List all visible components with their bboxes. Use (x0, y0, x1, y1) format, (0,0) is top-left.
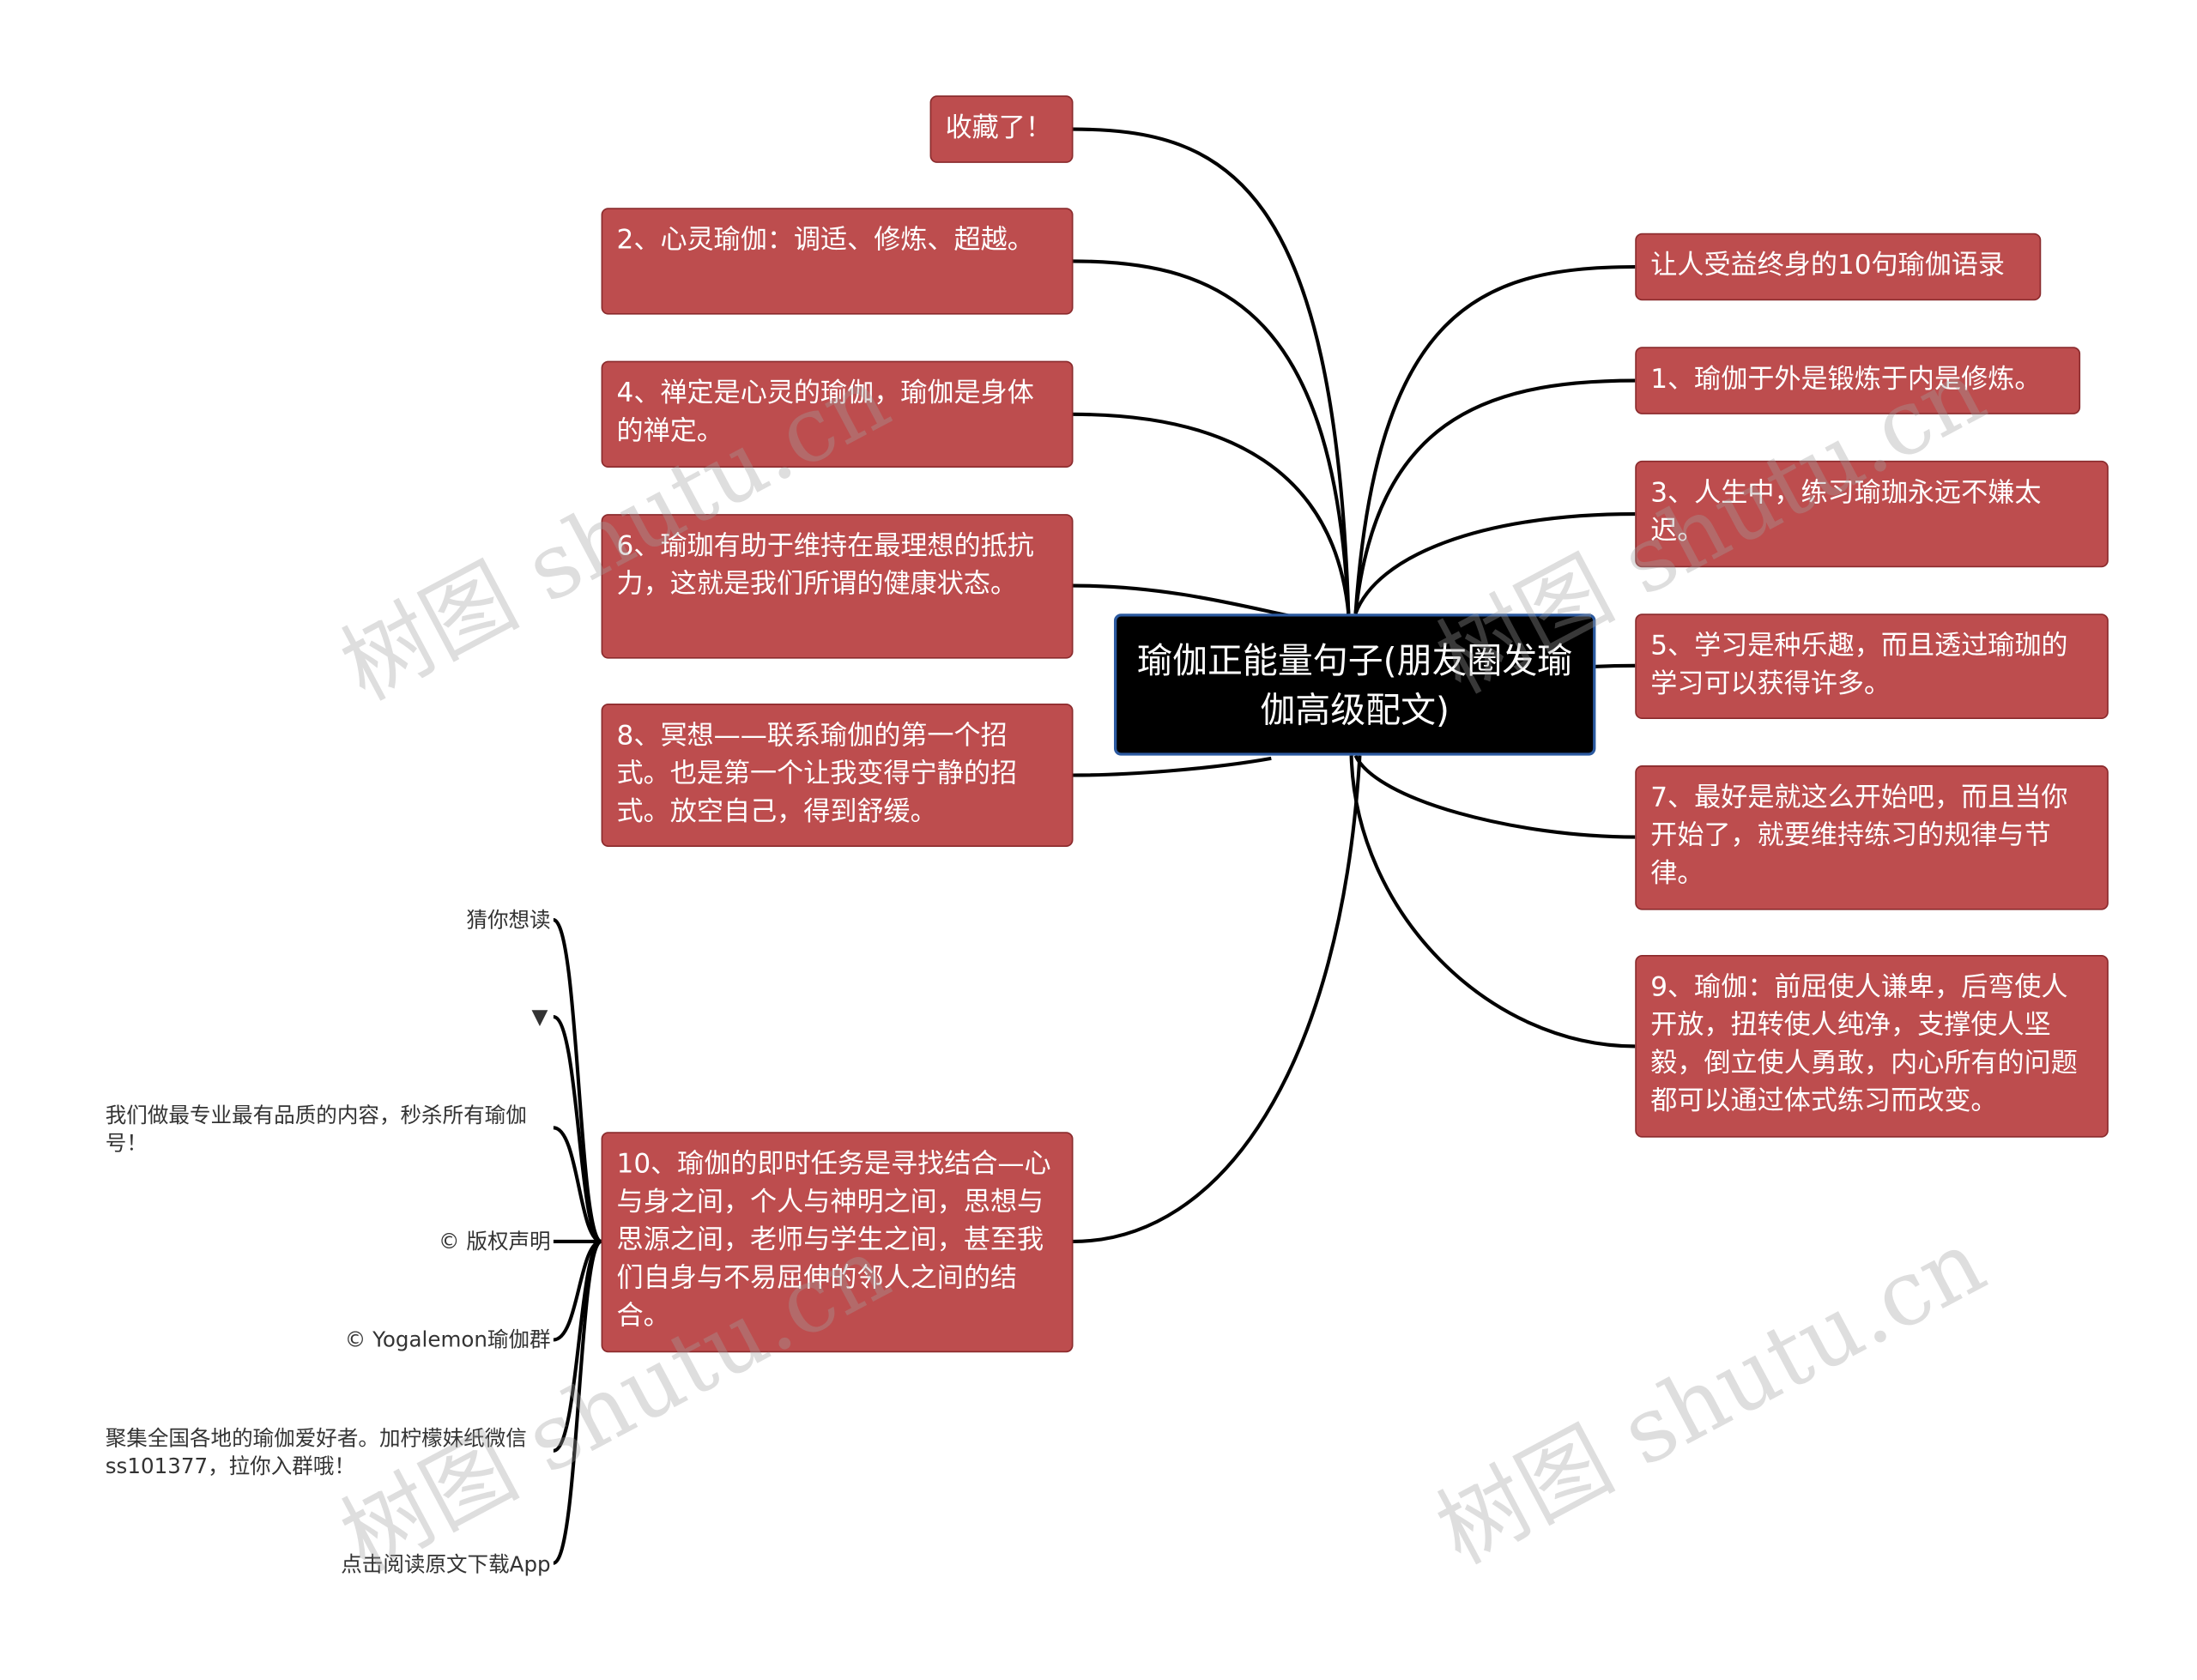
leaf-3[interactable]: 我们做最专业最有品质的内容，秒杀所有瑜伽号！ (105, 1102, 527, 1157)
node-right-2[interactable]: 1、瑜伽于外是锻炼于内是修炼。 (1635, 347, 2081, 414)
leaf-1[interactable]: 猜你想读 (466, 907, 551, 933)
leaf-6[interactable]: 聚集全国各地的瑜伽爱好者。加柠檬妹纸微信ss101377，拉你入群哦！ (105, 1425, 527, 1479)
node-right-6[interactable]: 9、瑜伽：前屈使人谦卑，后弯使人开放，扭转使人纯净，支撑使人坚毅，倒立使人勇敢，… (1635, 955, 2109, 1138)
node-left-5[interactable]: 8、冥想——联系瑜伽的第一个招式。也是第一个让我变得宁静的招式。放空自己，得到舒… (601, 704, 1074, 847)
connector-right-6 (1349, 755, 1636, 1048)
connector-right-1 (1353, 264, 1636, 614)
leaf-2[interactable]: ▼ (531, 1004, 548, 1030)
node-right-1[interactable]: 让人受益终身的10句瑜伽语录 (1635, 233, 2042, 301)
connector-leaf-1 (552, 918, 602, 1243)
connector-left-1 (1073, 127, 1351, 614)
node-right-4[interactable]: 5、学习是种乐趣，而且透过瑜珈的学习可以获得许多。 (1635, 613, 2109, 720)
node-left-3[interactable]: 4、禅定是心灵的瑜伽，瑜伽是身体的禅定。 (601, 360, 1074, 468)
leaf-4[interactable]: © 版权声明 (439, 1229, 551, 1254)
connector-left-2 (1073, 259, 1351, 614)
central-topic[interactable]: 瑜伽正能量句子(朋友圈发瑜伽高级配文) (1113, 613, 1596, 756)
leaf-7[interactable]: 点击阅读原文下载App (341, 1551, 551, 1578)
node-left-4[interactable]: 6、瑜珈有助于维持在最理想的抵抗力，这就是我们所谓的健康状态。 (601, 514, 1074, 659)
connector-leaf-7 (552, 1239, 602, 1565)
connector-leaf-3 (553, 1126, 602, 1243)
connector-right-3 (1353, 512, 1636, 614)
connector-right-2 (1353, 378, 1636, 614)
node-left-1[interactable]: 收藏了！ (929, 95, 1074, 163)
leaf-5[interactable]: © Yogalemon瑜伽群 (344, 1326, 551, 1353)
connector-leaf-2 (553, 1014, 602, 1243)
node-left-6[interactable]: 10、瑜伽的即时任务是寻找结合—心与身之间，个人与神明之间，思想与思源之间，老师… (601, 1132, 1074, 1353)
connector-left-5 (1073, 756, 1272, 777)
connector-left-3 (1073, 412, 1351, 614)
connector-leaf-5 (553, 1239, 602, 1342)
connector-right-5 (1353, 754, 1636, 839)
connector-left-6 (1073, 755, 1362, 1243)
node-right-5[interactable]: 7、最好是就这么开始吧，而且当你开始了，就要维持练习的规律与节律。 (1635, 765, 2109, 910)
node-left-2[interactable]: 2、心灵瑜伽：调适、修炼、超越。 (601, 208, 1074, 315)
node-right-3[interactable]: 3、人生中，练习瑜珈永远不嫌太迟。 (1635, 460, 2109, 568)
